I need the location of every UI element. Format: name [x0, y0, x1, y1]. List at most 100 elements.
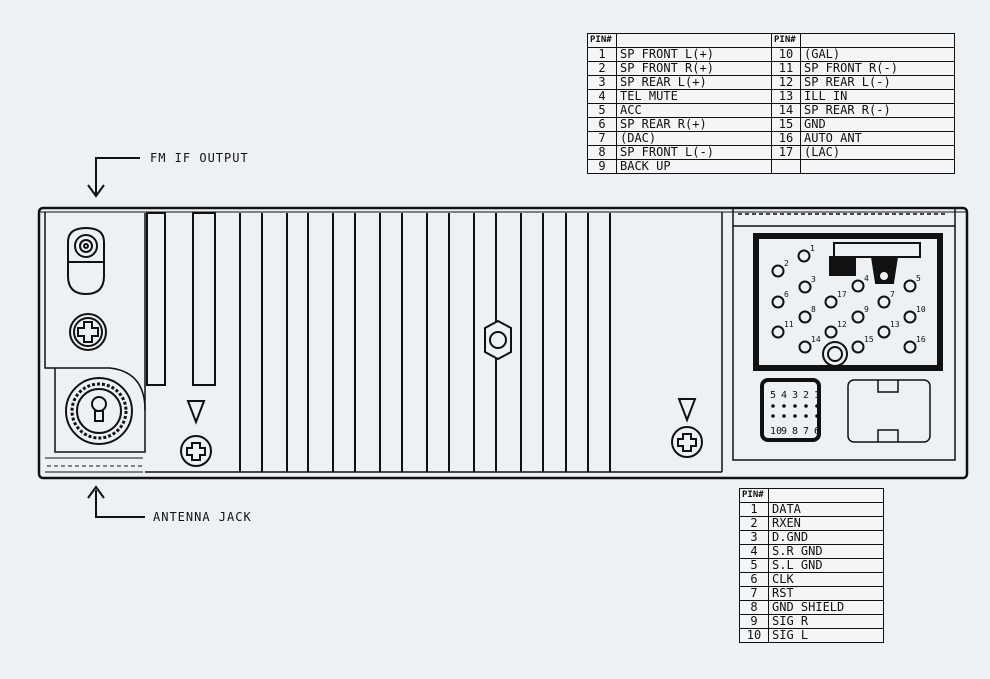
antenna-leader-line	[95, 490, 145, 518]
connector-pin-label: 15	[864, 335, 874, 344]
pin-number: 13	[771, 89, 801, 104]
pin-function: SP REAR R(+)	[616, 117, 772, 132]
aux-pin-label: 8	[792, 426, 798, 437]
connector-pin	[851, 310, 865, 324]
triangle-marker-icon	[677, 398, 697, 423]
aux-pin-label: 1	[814, 390, 820, 401]
pin-number: 11	[771, 61, 801, 76]
fm-if-arrow-icon	[87, 184, 105, 198]
aux-pin-dot	[782, 414, 786, 418]
aux-pin-dot	[793, 414, 797, 418]
connector-pin	[824, 295, 838, 309]
aux-pin-dot	[771, 414, 775, 418]
pin-function: SIG R	[768, 614, 884, 629]
aux-pin-label: 6	[814, 426, 820, 437]
pin-number: 8	[587, 145, 617, 160]
pin-number: 16	[771, 131, 801, 146]
pin-function: SP FRONT R(+)	[616, 61, 772, 76]
pin-function: ILL IN	[800, 89, 955, 104]
connector-pin-label: 4	[864, 274, 869, 283]
connector-pin-label: 7	[890, 290, 895, 299]
connector-pin	[903, 340, 917, 354]
connector-pin	[798, 310, 812, 324]
pin-function: D.GND	[768, 530, 884, 545]
pin-function: AUTO ANT	[800, 131, 955, 146]
connector-pin-label: 5	[916, 274, 921, 283]
pin-function: (DAC)	[616, 131, 772, 146]
connector-pin	[771, 264, 785, 278]
aux-pin-label: 9	[781, 426, 787, 437]
pin-function: RST	[768, 586, 884, 601]
connector-pin-label: 2	[784, 259, 789, 268]
aux-pin-dot	[815, 414, 819, 418]
aux-pin-label: 7	[803, 426, 809, 437]
pin-number: 9	[587, 159, 617, 174]
connector-pin	[771, 325, 785, 339]
pin-function: S.R GND	[768, 544, 884, 559]
pin-number	[771, 159, 801, 174]
connector-pin	[877, 325, 891, 339]
pin-function: TEL MUTE	[616, 89, 772, 104]
aux-connector	[760, 378, 821, 442]
aux-pin-label: 3	[792, 390, 798, 401]
screw-icon	[671, 426, 703, 458]
aux-pin-dot	[771, 404, 775, 408]
pin-number: 3	[739, 530, 769, 545]
pin-function: SP REAR L(-)	[800, 75, 955, 90]
connector-pin-label: 6	[784, 290, 789, 299]
pin-function: SIG L	[768, 628, 884, 643]
connector-pin	[824, 325, 838, 339]
connector-pin	[851, 340, 865, 354]
antenna-jack	[65, 377, 133, 445]
connector-pin	[877, 295, 891, 309]
pin-function: SP REAR R(-)	[800, 103, 955, 118]
pin-number: 1	[587, 47, 617, 62]
pin-number: 3	[587, 75, 617, 90]
fm-if-output-label: FM IF OUTPUT	[150, 151, 249, 165]
connector-pin-label: 14	[811, 335, 821, 344]
pin-function: SP FRONT L(-)	[616, 145, 772, 160]
pin-number: 6	[739, 572, 769, 587]
connector-pin-label: 13	[890, 320, 900, 329]
pin-number: 7	[587, 131, 617, 146]
aux-pin-dot	[793, 404, 797, 408]
antenna-jack-label: ANTENNA JACK	[153, 510, 252, 524]
aux-pin-dot	[804, 414, 808, 418]
fm-if-leader-line	[95, 157, 140, 195]
pin-function: (LAC)	[800, 145, 955, 160]
pin-function: S.L GND	[768, 558, 884, 573]
pin-number: 5	[587, 103, 617, 118]
pin-number: 10	[739, 628, 769, 643]
pin-header: PIN#	[771, 33, 801, 48]
pin-function: GND SHIELD	[768, 600, 884, 615]
connector-pin-label: 16	[916, 335, 926, 344]
aux-pin-dot	[815, 404, 819, 408]
pin-function: CLK	[768, 572, 884, 587]
pin-function: BACK UP	[616, 159, 772, 174]
connector-pin	[771, 295, 785, 309]
connector-pin-label: 1	[810, 244, 815, 253]
pin-number: 14	[771, 103, 801, 118]
antenna-arrow-icon	[87, 485, 105, 499]
pin-number: 4	[587, 89, 617, 104]
fm-jack-housing	[67, 226, 105, 296]
pin-function	[800, 159, 955, 174]
pin-number: 9	[739, 614, 769, 629]
aux-pin-dot	[804, 404, 808, 408]
pin-header: PIN#	[739, 488, 769, 503]
connector-pin-label: 12	[837, 320, 847, 329]
pin-function: ACC	[616, 103, 772, 118]
pin-function: DATA	[768, 502, 884, 517]
pin-function: RXEN	[768, 516, 884, 531]
pin-number: 8	[739, 600, 769, 615]
